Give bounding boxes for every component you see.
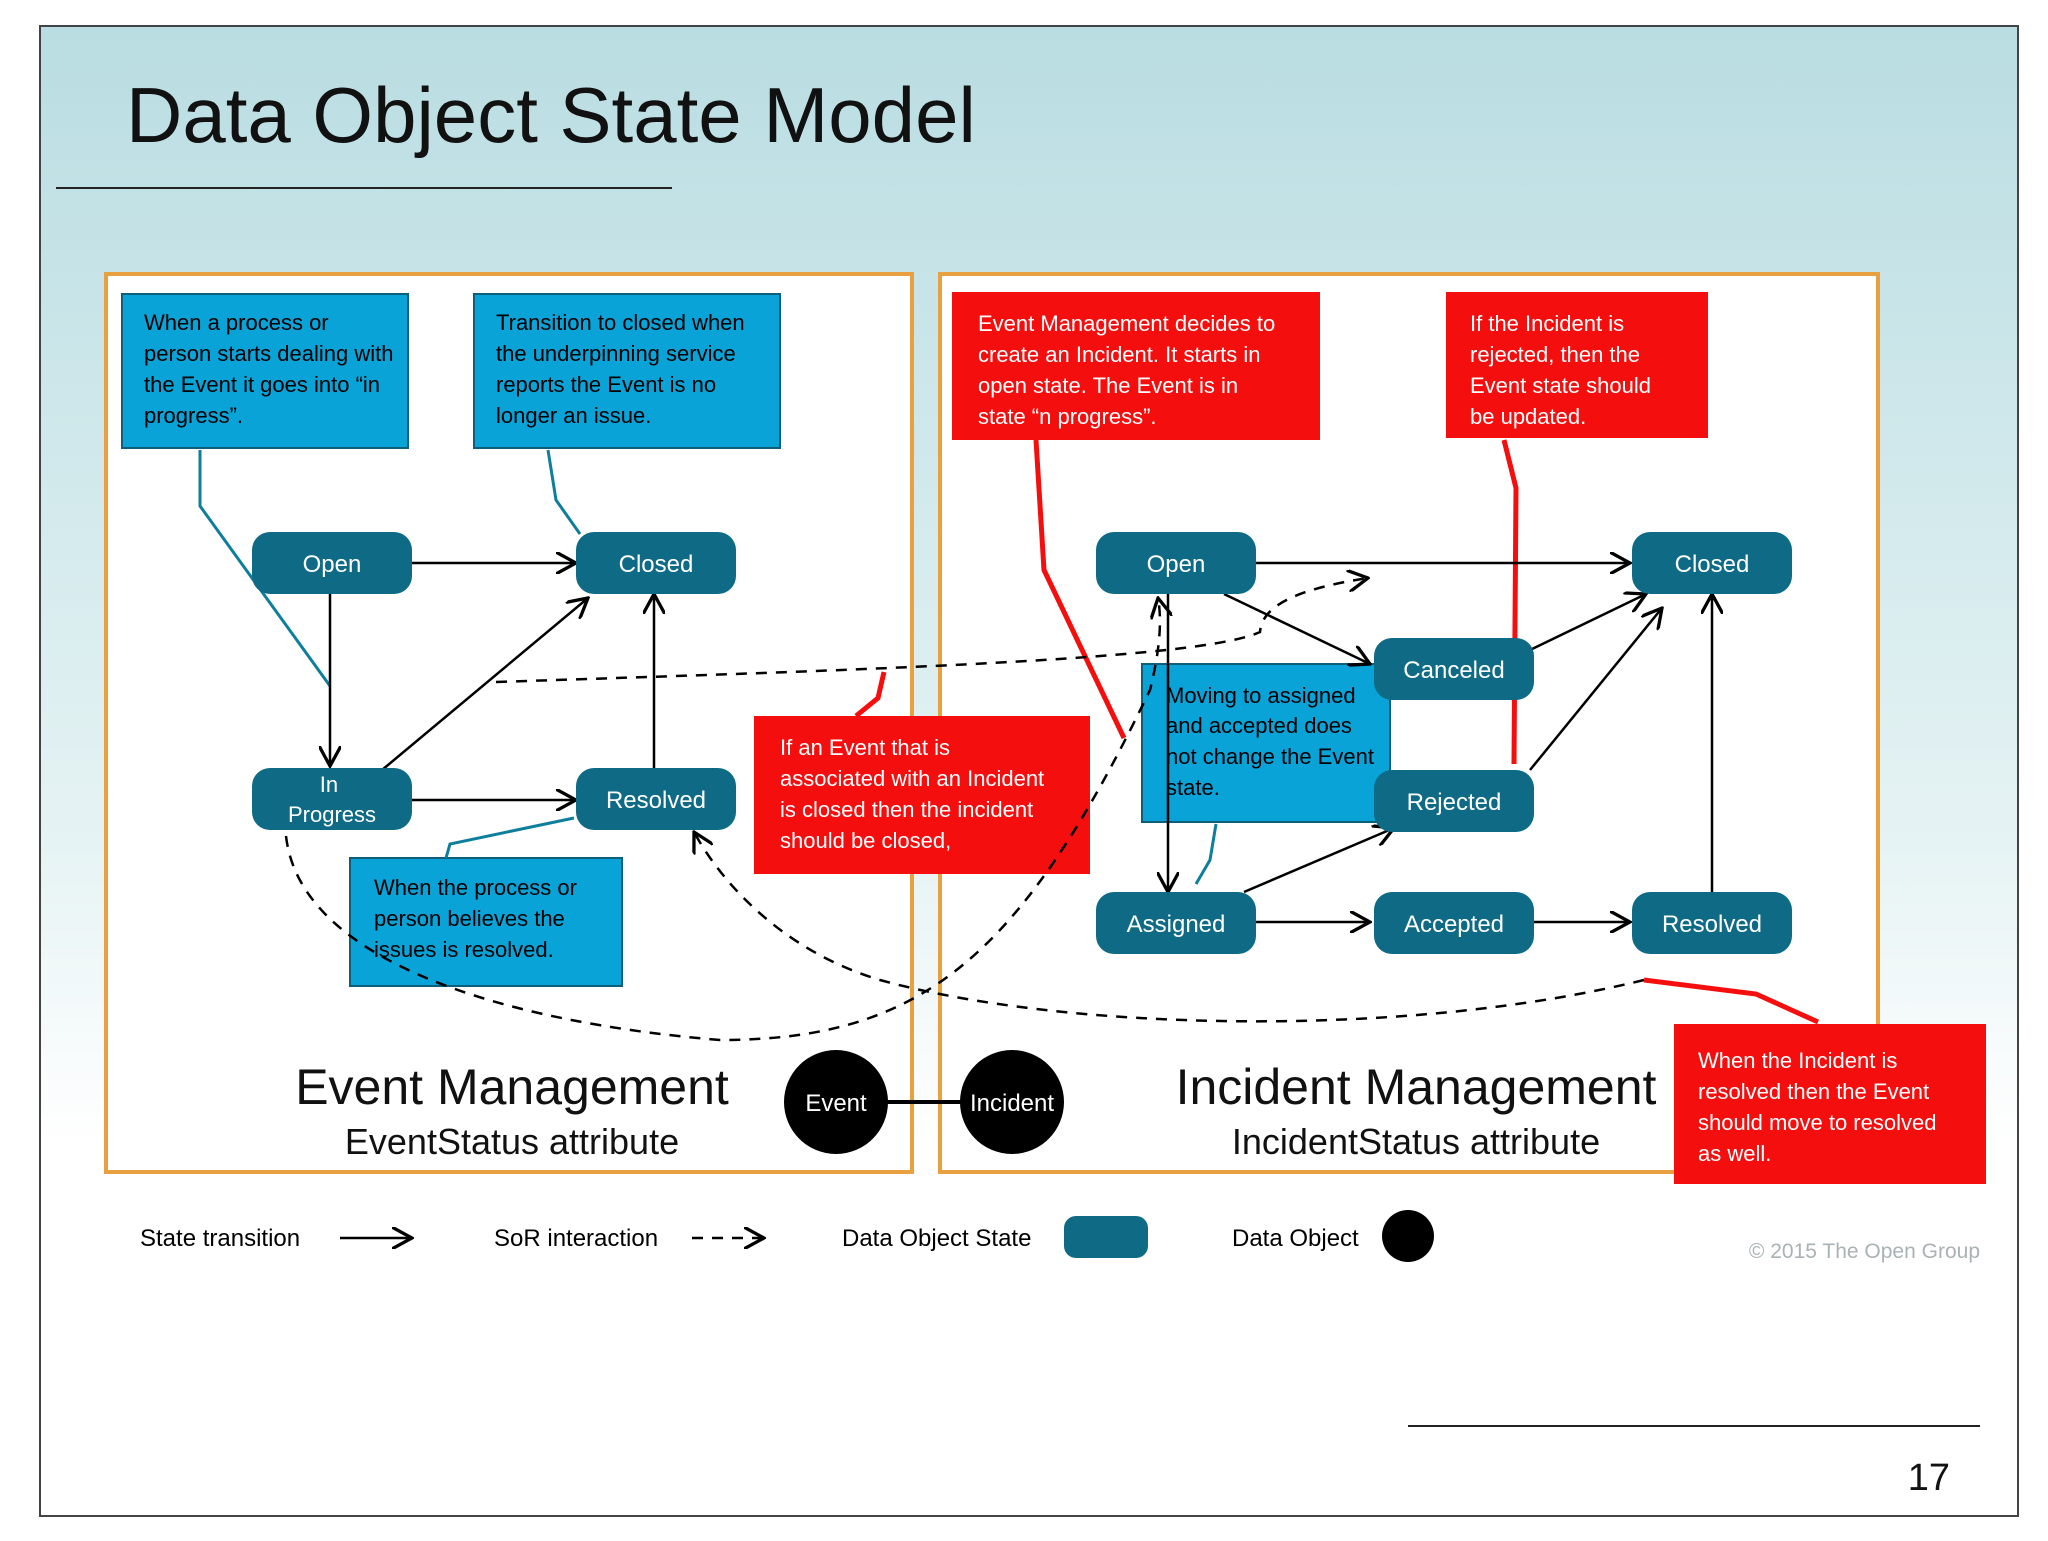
svg-text:Closed: Closed [619, 551, 694, 578]
svg-text:Moving to assigned and a: Moving to assigned and accepted does not… [1166, 683, 1380, 800]
svg-text:If an Event that is asso: If an Event that is associated with an I… [780, 735, 1050, 853]
legend-sor-interaction: SoR interaction [494, 1225, 658, 1252]
svg-text:If the Incident is rejec: If the Incident is rejected, then the Ev… [1470, 311, 1657, 429]
state-transitions [330, 563, 1712, 922]
svg-text:When the Incident is res: When the Incident is resolved then the E… [1698, 1048, 1943, 1166]
note-closed: Transition to closed when the underpinni… [473, 293, 781, 449]
blue-leader-lines [198, 449, 1218, 885]
svg-text:Accepted: Accepted [1404, 911, 1504, 938]
incident-state-assigned: Assigned [1096, 892, 1256, 954]
sor-interactions [284, 578, 1645, 1042]
event-panel-subtitle: EventStatus attribute [345, 1121, 679, 1162]
note-rejected: If the Incident is rejected, then the Ev… [1446, 292, 1708, 438]
legend-data-object: Data Object [1232, 1225, 1359, 1252]
svg-text:Incident: Incident [970, 1090, 1054, 1117]
svg-text:Event: Event [805, 1090, 867, 1117]
note-event-closed: If an Event that is associated with an I… [754, 716, 1090, 874]
svg-text:Open: Open [303, 551, 362, 578]
event-state-resolved: Resolved [576, 768, 736, 830]
incident-panel-title: Incident Management [1176, 1059, 1657, 1115]
incident-state-closed: Closed [1632, 532, 1792, 594]
svg-text:Assigned: Assigned [1127, 911, 1226, 938]
svg-text:Resolved: Resolved [606, 787, 706, 814]
event-data-object: Event [784, 1050, 888, 1154]
svg-text:In Progress: In Progress [288, 772, 376, 827]
svg-text:Rejected: Rejected [1407, 789, 1502, 816]
incident-state-rejected: Rejected [1374, 770, 1534, 832]
incident-state-open: Open [1096, 532, 1256, 594]
note-assigned: Moving to assigned and accepted does not… [1141, 663, 1391, 823]
svg-text:When a process or person: When a process or person starts dealing … [144, 310, 400, 428]
svg-text:Event Management decides to: Event Management decides to create an In… [978, 311, 1281, 429]
event-state-closed: Closed [576, 532, 736, 594]
note-create-incident: Event Management decides to create an In… [952, 292, 1320, 440]
incident-data-object: Incident [960, 1050, 1064, 1154]
note-in-progress: When a process or person starts dealing … [121, 293, 409, 449]
legend: State transition SoR interaction Data Ob… [140, 1210, 1434, 1262]
svg-text:Open: Open [1147, 551, 1206, 578]
event-state-in-progress: In Progress [252, 768, 412, 830]
event-panel-title: Event Management [295, 1059, 729, 1115]
legend-data-object-state: Data Object State [842, 1225, 1031, 1252]
svg-text:Canceled: Canceled [1403, 657, 1504, 684]
incident-panel-subtitle: IncidentStatus attribute [1232, 1121, 1600, 1162]
legend-state-transition: State transition [140, 1225, 300, 1252]
legend-object-swatch [1382, 1210, 1434, 1262]
note-resolved: When the process or person believes the … [349, 857, 623, 987]
copyright: © 2015 The Open Group [1749, 1240, 1980, 1263]
svg-text:Closed: Closed [1675, 551, 1750, 578]
incident-state-canceled: Canceled [1374, 638, 1534, 700]
page-number: 17 [1908, 1457, 1950, 1499]
svg-text:Resolved: Resolved [1662, 911, 1762, 938]
incident-state-accepted: Accepted [1374, 892, 1534, 954]
event-state-open: Open [252, 532, 412, 594]
svg-text:When the process or pers: When the process or person believes the … [374, 875, 583, 962]
slide-title: Data Object State Model [126, 71, 976, 159]
note-incident-resolved: When the Incident is resolved then the E… [1674, 1024, 1986, 1184]
svg-text:Transition to closed when: Transition to closed when the underpinni… [496, 310, 751, 428]
legend-state-swatch [1064, 1216, 1148, 1258]
incident-state-resolved: Resolved [1632, 892, 1792, 954]
